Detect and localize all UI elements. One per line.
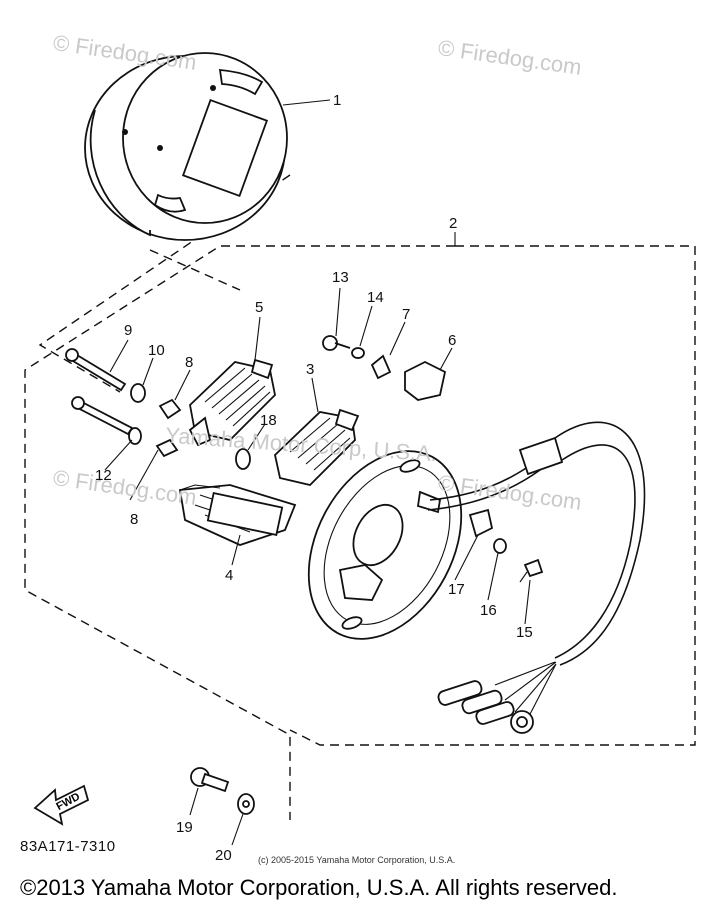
diagram-copyright: (c) 2005-2015 Yamaha Motor Corporation, … [258,855,456,865]
part-label-19: 19 [176,819,193,836]
leader-lines [104,99,531,846]
assembly-outline [24,174,696,820]
footer-copyright: ©2013 Yamaha Motor Corporation, U.S.A. A… [20,875,618,900]
part-label-14: 14 [367,289,384,306]
fwd-arrow: FWD [33,784,90,826]
part-label-9: 9 [124,322,133,339]
bolt-19-washer-20 [190,767,255,815]
part-label-10: 10 [148,342,165,359]
part-label-2: 2 [449,215,458,232]
part-label-13: 13 [332,269,349,286]
pulser-coil [178,484,297,546]
part-label-6: 6 [448,332,457,349]
part-label-18: 18 [260,412,277,429]
bolts-9-12 [65,348,134,436]
part-label-3: 3 [306,361,315,378]
diagram-code: 83A171-7310 [20,838,116,855]
wire-harness [427,421,646,719]
part-label-4: 4 [225,567,234,584]
part-label-8-upper: 8 [185,354,194,371]
part-label-17: 17 [448,581,465,598]
part-label-1: 1 [333,92,342,109]
small-hardware [128,335,544,583]
flywheel-rotor [84,52,288,241]
part-label-15: 15 [516,624,533,641]
stator-base [307,450,463,640]
part-label-20: 20 [215,847,232,864]
part-label-8-lower: 8 [130,511,139,528]
connector-plugs [437,680,534,734]
lighting-coil-upper [188,358,276,447]
part-label-7: 7 [402,306,411,323]
part-label-16: 16 [480,602,497,619]
part-label-12: 12 [95,467,112,484]
charge-coil [274,408,360,486]
part-label-5: 5 [255,299,264,316]
